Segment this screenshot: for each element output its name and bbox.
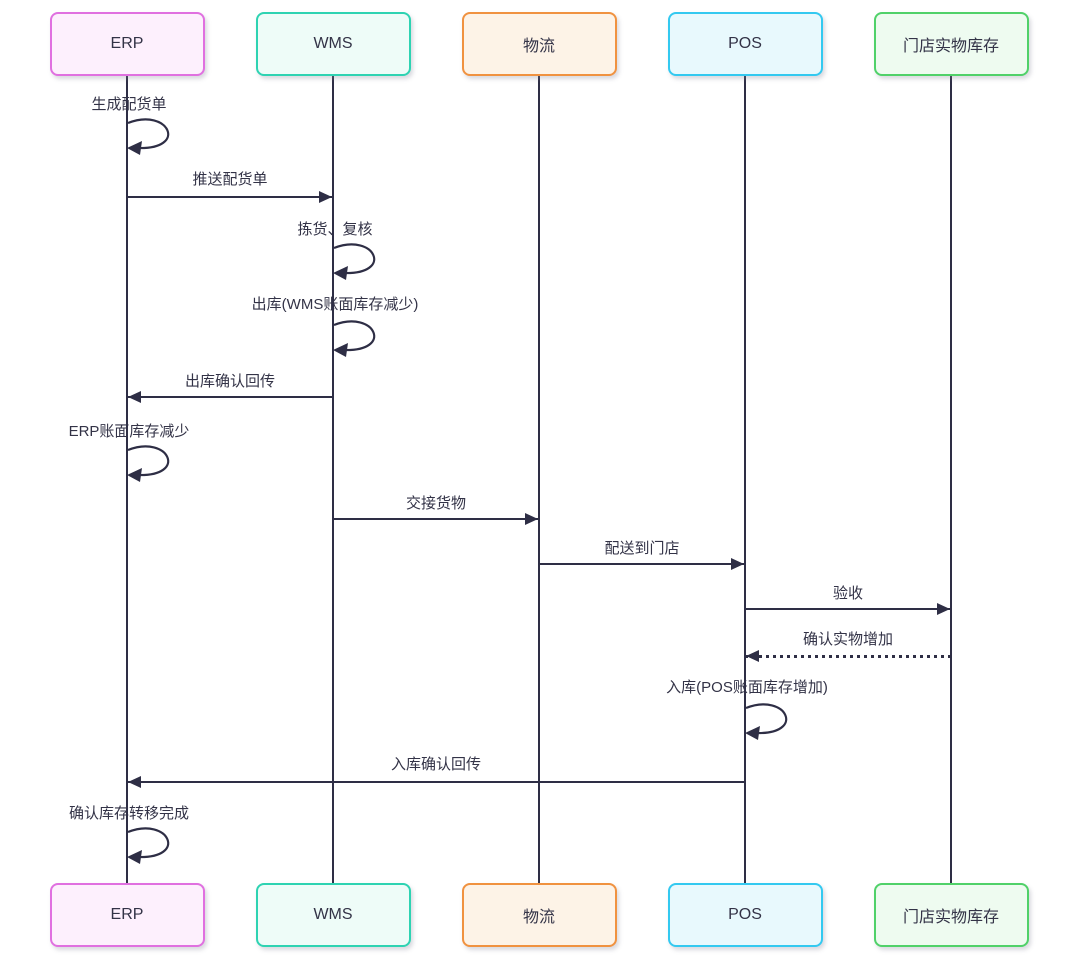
actor-label-erp: ERP — [110, 35, 144, 52]
message-arrowhead-4 — [128, 391, 141, 403]
actor-label-wms: WMS — [313, 906, 353, 923]
message-label-8: 验收 — [832, 585, 864, 602]
actor-box-top-erp: ERP — [49, 12, 205, 76]
message-label-6: 交接货物 — [405, 495, 467, 512]
message-label-11: 入库确认回传 — [390, 756, 482, 773]
message-self-loop-10 — [745, 703, 788, 740]
actor-label-logistics: 物流 — [522, 38, 555, 55]
message-self-loop-3 — [333, 320, 376, 357]
lifeline-erp — [126, 76, 128, 883]
actor-box-top-logistics: 物流 — [461, 12, 617, 76]
actor-label-wms: WMS — [313, 35, 353, 52]
message-label-12: 确认库存转移完成 — [68, 805, 190, 822]
actor-box-bottom-store: 门店实物库存 — [873, 883, 1029, 947]
lifeline-store — [950, 76, 952, 883]
message-arrowhead-8 — [937, 603, 950, 615]
actor-label-erp: ERP — [110, 906, 144, 923]
message-label-1: 推送配货单 — [192, 171, 268, 188]
actor-box-bottom-wms: WMS — [255, 883, 411, 947]
message-label-9: 确认实物增加 — [802, 631, 894, 648]
message-arrowhead-7 — [731, 558, 744, 570]
message-line-11 — [127, 781, 745, 783]
actor-box-top-pos: POS — [667, 12, 823, 76]
actor-label-logistics: 物流 — [522, 909, 555, 926]
message-arrowhead-1 — [319, 191, 332, 203]
message-label-10: 入库(POS账面库存增加) — [666, 679, 828, 696]
message-line-6 — [333, 518, 539, 520]
actor-label-store: 门店实物库存 — [902, 909, 999, 926]
message-arrowhead-11 — [128, 776, 141, 788]
lifeline-pos — [744, 76, 746, 883]
message-arrowhead-9 — [746, 650, 759, 662]
actor-label-store: 门店实物库存 — [902, 38, 999, 55]
message-self-loop-2 — [333, 243, 376, 280]
message-label-4: 出库确认回传 — [184, 373, 276, 390]
message-self-loop-12 — [127, 827, 170, 864]
message-line-7 — [539, 563, 745, 565]
message-label-0: 生成配货单 — [91, 96, 167, 113]
message-arrowhead-6 — [525, 513, 538, 525]
message-label-5: ERP账面库存减少 — [68, 423, 190, 440]
actor-box-bottom-logistics: 物流 — [461, 883, 617, 947]
lifeline-wms — [332, 76, 334, 883]
actor-label-pos: POS — [728, 35, 762, 52]
message-line-4 — [127, 396, 333, 398]
actor-box-top-store: 门店实物库存 — [873, 12, 1029, 76]
actor-box-top-wms: WMS — [255, 12, 411, 76]
lifeline-logistics — [538, 76, 540, 883]
actor-label-pos: POS — [728, 906, 762, 923]
message-self-loop-5 — [127, 445, 170, 482]
message-label-3: 出库(WMS账面库存减少) — [251, 296, 419, 313]
message-line-8 — [745, 608, 951, 610]
actor-box-bottom-pos: POS — [667, 883, 823, 947]
message-label-7: 配送到门店 — [604, 540, 680, 557]
actor-box-bottom-erp: ERP — [49, 883, 205, 947]
message-line-9 — [745, 655, 951, 658]
message-line-1 — [127, 196, 333, 198]
message-label-2: 拣货、复核 — [297, 221, 373, 238]
message-self-loop-0 — [127, 118, 170, 155]
